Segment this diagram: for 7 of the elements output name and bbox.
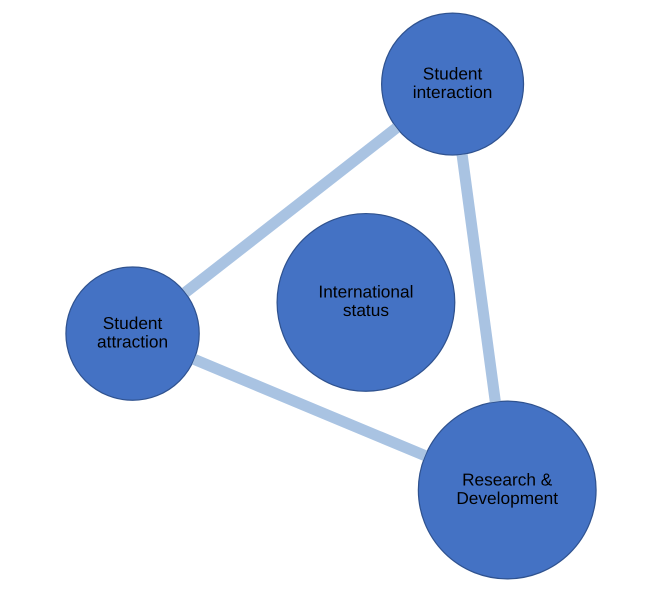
connector: [182, 124, 400, 297]
node-circle: Research & Development: [418, 400, 597, 580]
connector: [192, 354, 428, 461]
node-circle: Student attraction: [65, 266, 200, 401]
node-circle: International status: [276, 212, 456, 392]
node-circle: Student interaction: [381, 12, 524, 156]
connector: [456, 154, 501, 402]
